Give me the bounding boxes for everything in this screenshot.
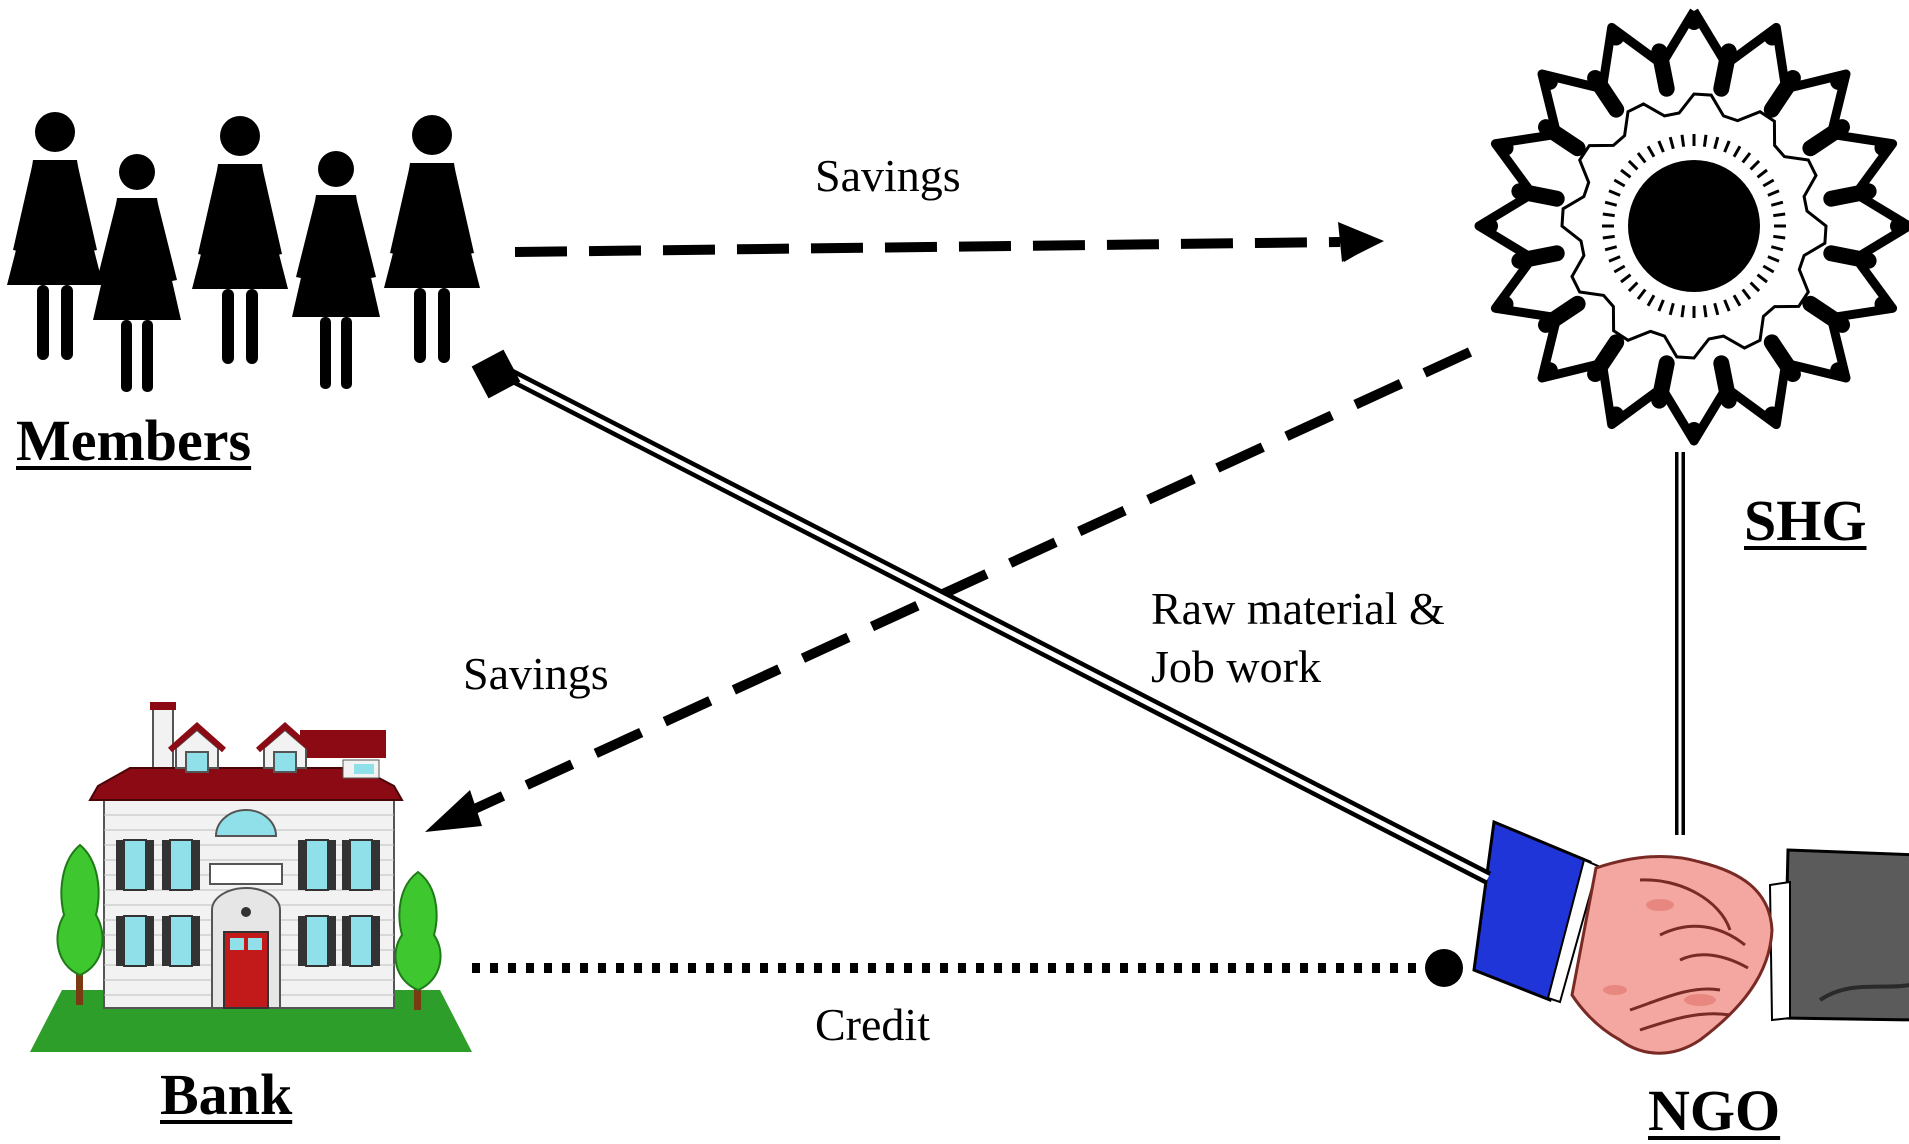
connector-bank-ngo xyxy=(472,949,1463,987)
connector-shg-to-bank xyxy=(425,347,1473,832)
raw-material-job-work-label: Raw material & Job work xyxy=(1151,580,1445,695)
savings-members-to-shg-label: Savings xyxy=(815,150,961,201)
ngo-label: NGO xyxy=(1648,1078,1781,1143)
credit-label: Credit xyxy=(815,999,930,1050)
bank-label: Bank xyxy=(160,1062,293,1127)
people-circle-gear-icon xyxy=(1474,8,1909,446)
connector-ngo-to-members xyxy=(471,349,1492,885)
bank-windows xyxy=(116,839,380,967)
bank-building-icon xyxy=(30,702,472,1052)
members-label: Members xyxy=(16,408,252,473)
job-work-line: Job work xyxy=(1151,640,1321,692)
women-group-icon xyxy=(7,112,480,392)
handshake-icon xyxy=(1472,819,1909,1055)
savings-shg-to-bank-label: Savings xyxy=(463,648,609,699)
shg-label: SHG xyxy=(1744,488,1867,553)
raw-material-line: Raw material & xyxy=(1151,583,1445,634)
tree-icon xyxy=(56,843,442,1010)
connector-members-to-shg xyxy=(514,222,1384,262)
